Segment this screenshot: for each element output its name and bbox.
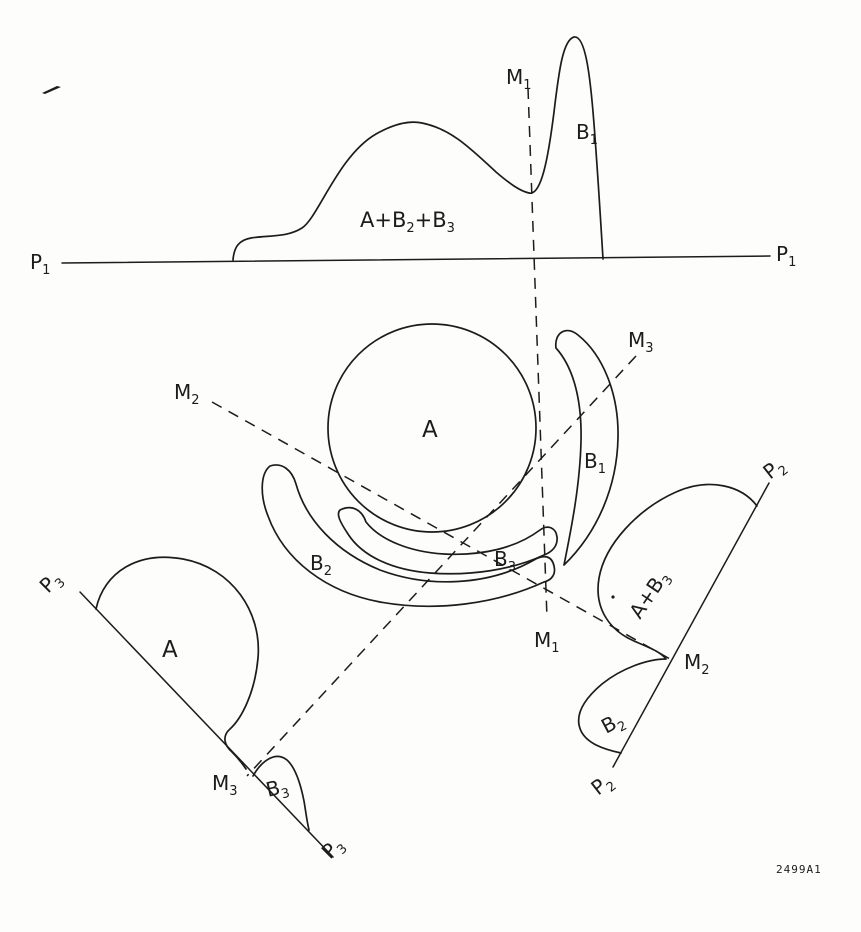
plane-p3-line [79,591,334,858]
p2-lobe-b2-label: B2 [597,707,630,742]
direction-m2-line [211,401,671,660]
body-a-outline [327,323,537,533]
body-b2-outline [261,464,556,608]
m2-right-label: M2 [684,650,710,678]
p1-right-label: P1 [776,242,796,270]
p3-bottom-label: P3 [317,832,351,866]
m1-top-label: M1 [506,65,532,93]
p1-sum-label: A+B2+B3 [360,208,455,236]
body-b3-outline [337,506,558,575]
p1-left-label: P1 [30,250,50,278]
p2-sum-label: A+B3 [624,566,677,625]
plane-p1-line [61,255,771,264]
p3-lobe-a-label: A [162,637,178,663]
body-b2-label: B2 [310,551,332,579]
p3-top-label: P3 [35,566,69,600]
body-b1-outline [555,329,619,566]
projection-p2-curve [577,483,758,754]
p1-peak-b1-label: B1 [576,120,598,148]
p3-lobe-b3-label: B3 [263,773,291,805]
m3-bottom-label: M3 [212,771,238,799]
m2-left-label: M2 [174,380,200,408]
p2-bottom-label: P2 [586,769,619,804]
projection-p3-curve-a [95,556,260,770]
direction-m1-line [527,87,548,619]
figure-id-code: 2499A1 [776,863,822,876]
direction-m3-line [246,355,637,777]
projection-p1-curve [232,36,604,261]
body-b3-label: B3 [494,547,516,575]
body-b1-label: B1 [584,449,606,477]
stray-mark [42,86,61,94]
m3-top-label: M3 [628,328,654,356]
m1-bottom-label: M1 [534,628,560,656]
p2-top-label: P2 [758,453,791,488]
plane-p2-line [612,482,770,768]
projection-p3-curve-b3 [252,755,310,831]
speck-dot [611,595,615,599]
body-a-label: A [422,417,438,443]
